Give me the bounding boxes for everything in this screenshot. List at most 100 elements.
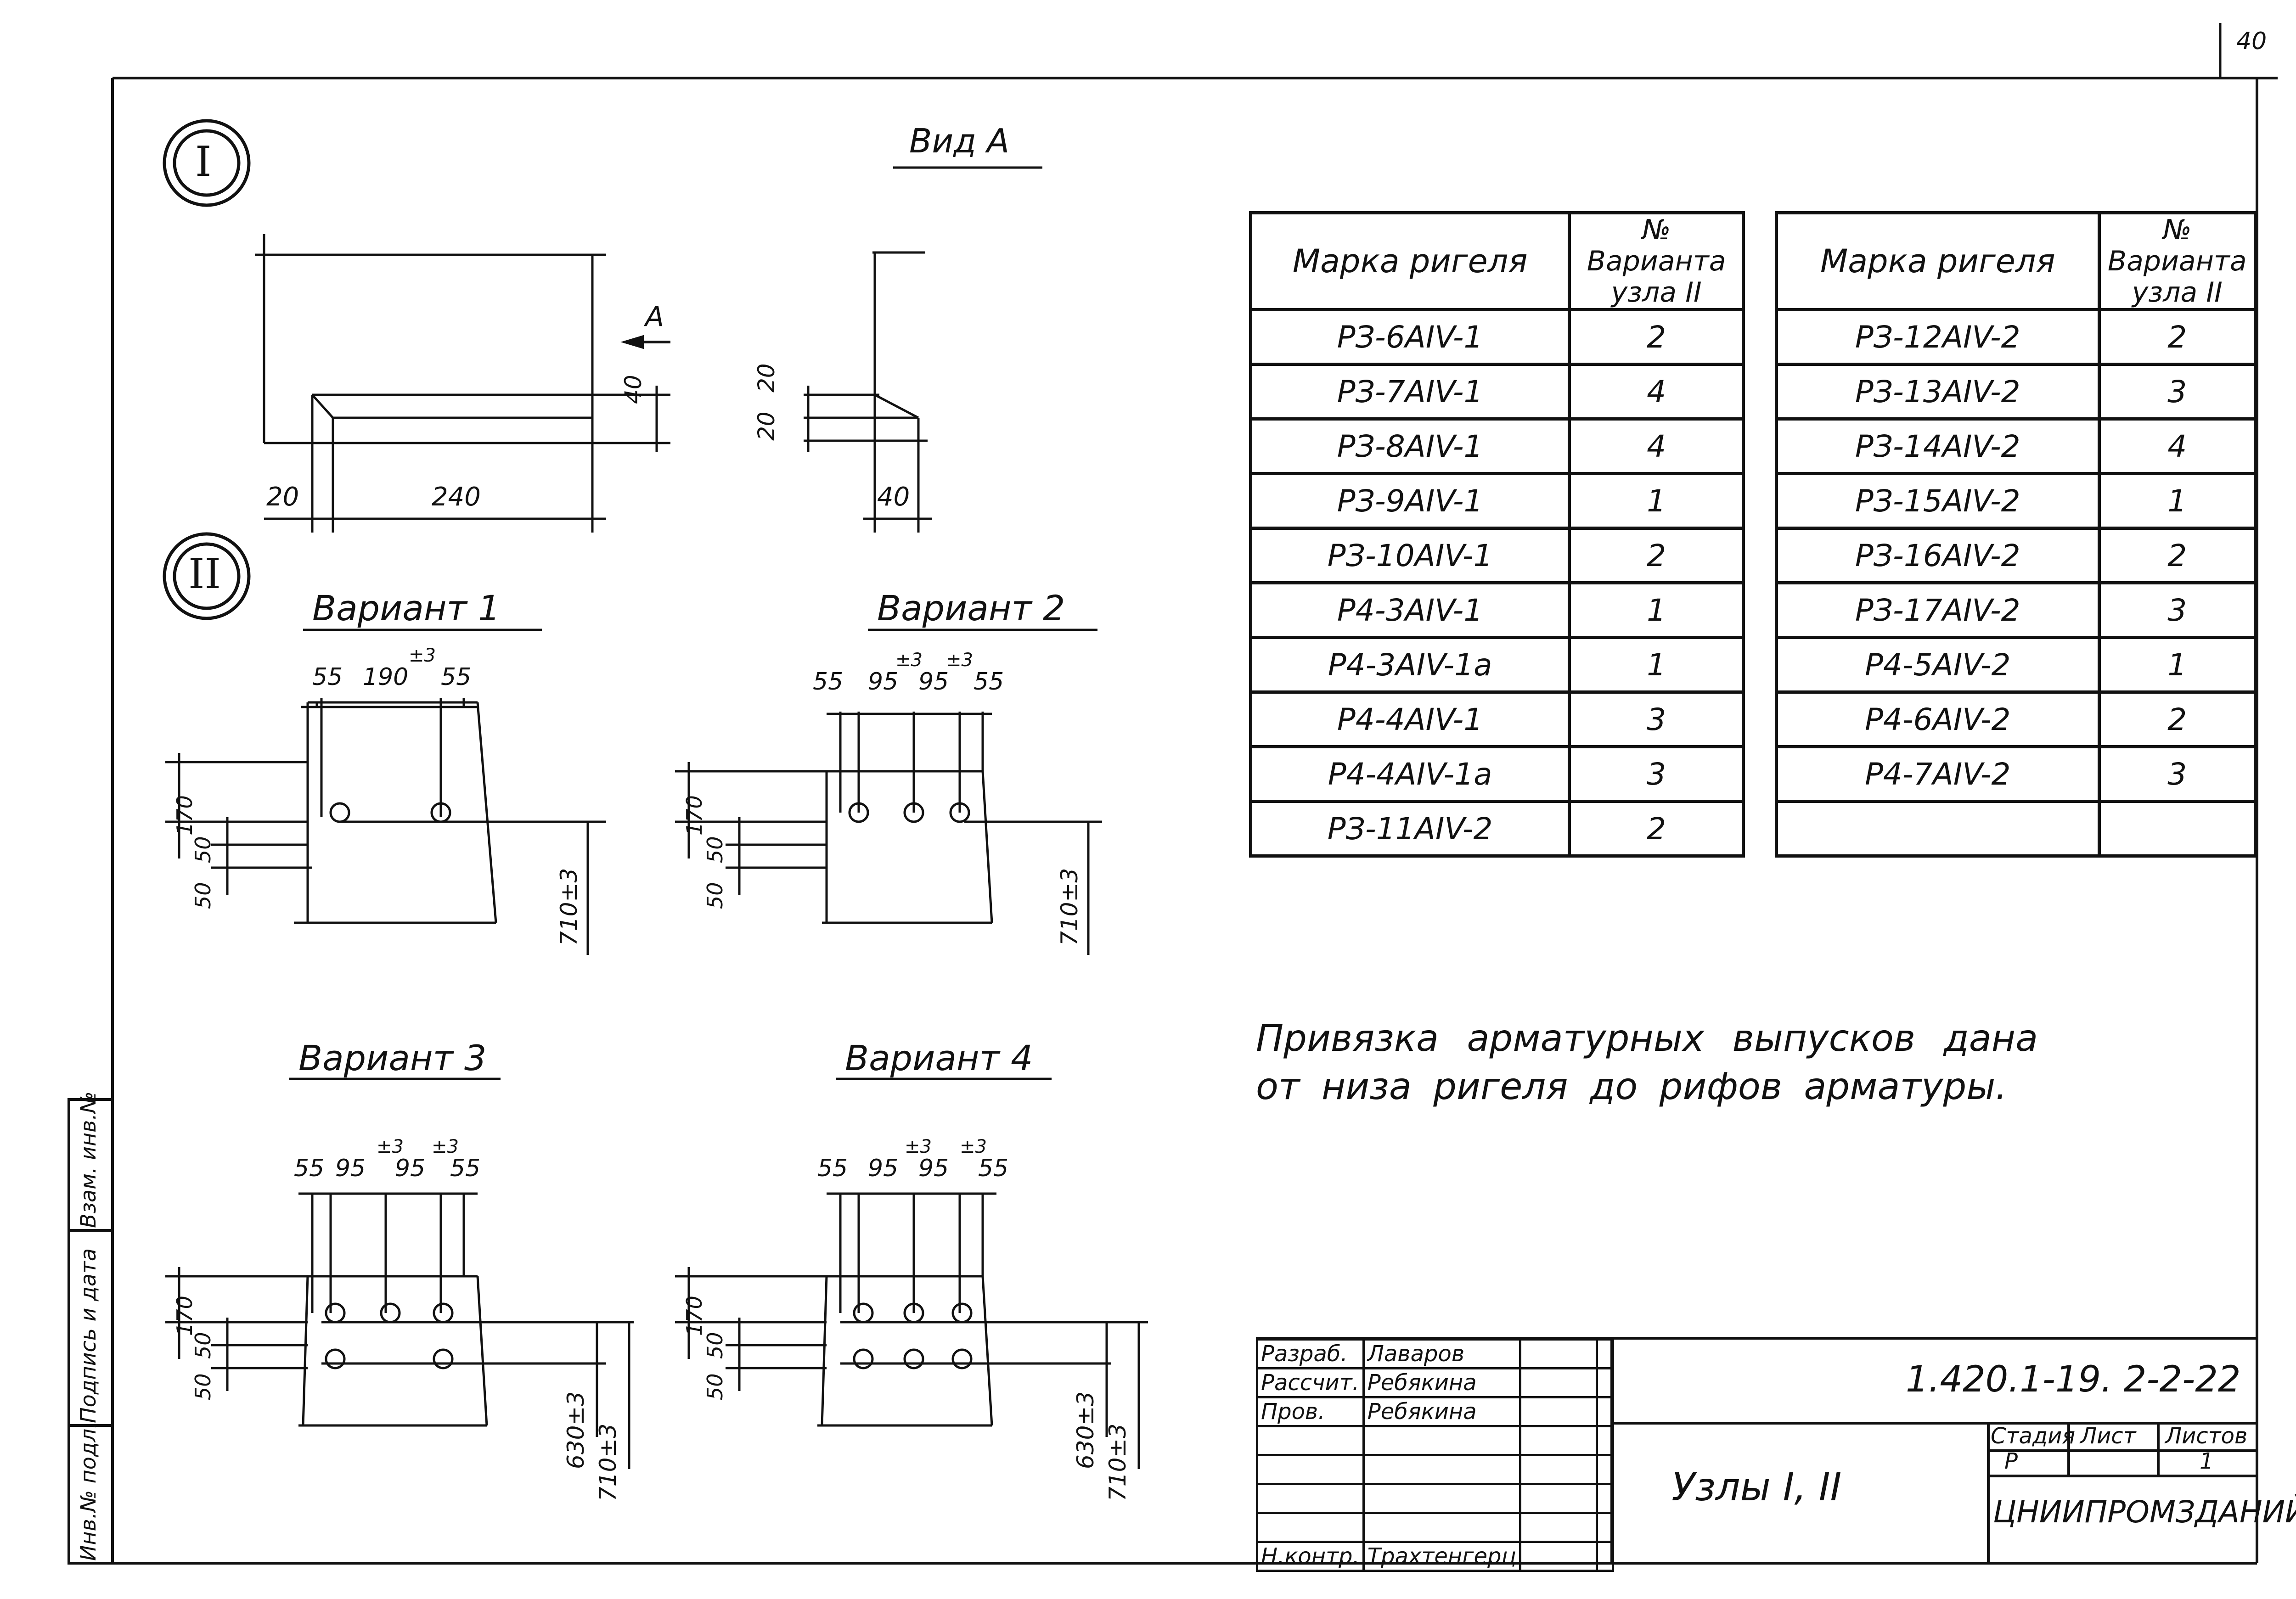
- v1-dim-50b: 50: [191, 882, 215, 909]
- note-line-2: от низа ригеля до рифов арматуры.: [1256, 1065, 2007, 1108]
- v2-dim-55-right: 55: [974, 668, 1004, 696]
- v4-dim-55-left: 55: [817, 1155, 848, 1182]
- variant-2-title: Вариант 2: [877, 588, 1065, 628]
- node-2-label: II: [188, 550, 221, 598]
- view-a-title: Вид А: [909, 122, 1010, 160]
- v3-dim-tol-a: ±3: [377, 1136, 404, 1157]
- person-row: Рассчит.Ребякина: [1256, 1367, 1614, 1398]
- drawing-title: Узлы I, II: [1671, 1464, 1842, 1509]
- node-1-marker: [163, 119, 251, 207]
- v4-dim-50a: 50: [703, 1332, 727, 1359]
- sheets-value: 1: [2200, 1448, 2214, 1474]
- v3-dim-630: 630±3: [563, 1391, 589, 1469]
- v4-dim-170: 170: [682, 1296, 707, 1336]
- signature-cell: [1519, 1541, 1598, 1572]
- person-row: Разраб.Лаваров: [1256, 1338, 1614, 1369]
- v4-dim-tol-a: ±3: [905, 1136, 932, 1157]
- person-row: [1256, 1454, 1614, 1485]
- sheet-label: Лист: [2080, 1423, 2136, 1449]
- person-row: [1256, 1483, 1614, 1514]
- v4-dim-95a: 95: [868, 1155, 899, 1182]
- variant-2-section: [675, 712, 1102, 955]
- variant-3-section: [165, 1192, 634, 1469]
- header-mark: Марка ригеля: [1775, 211, 2101, 311]
- v3-dim-55-right: 55: [450, 1155, 481, 1182]
- v3-dim-50b: 50: [191, 1373, 215, 1400]
- view-dim-20-bottom: 20: [753, 411, 780, 441]
- node-1-elevation: [255, 234, 670, 533]
- riegel-table-left: Марка ригеля № Варианта узла II РЗ-6АIV-…: [1249, 211, 1745, 858]
- signature-cell: [1519, 1367, 1598, 1398]
- variant-4-section: [675, 1192, 1148, 1469]
- page-number: 40: [2236, 28, 2267, 55]
- person-row: Н.контр.Трахтенгерц: [1256, 1541, 1614, 1572]
- header-mark: Марка ригеля: [1249, 211, 1571, 311]
- header-variant: № Варианта узла II: [2097, 211, 2257, 311]
- v2-dim-95b: 95: [918, 668, 949, 696]
- v1-dim-710: 710±3: [556, 868, 582, 946]
- signature-cell: [1519, 1338, 1598, 1369]
- table-header-row: Марка ригеля № Варианта узла II: [1249, 211, 1745, 311]
- node-1-view-a: [804, 251, 932, 533]
- v3-dim-95b: 95: [395, 1155, 426, 1182]
- v2-dim-50a: 50: [703, 836, 727, 863]
- v2-dim-170: 170: [682, 795, 707, 836]
- v4-dim-50b: 50: [703, 1373, 727, 1400]
- variant-4-title: Вариант 4: [845, 1038, 1033, 1078]
- v2-dim-tol-a: ±3: [895, 650, 923, 671]
- view-dim-20-top: 20: [753, 363, 780, 393]
- v1-dim-190: 190: [363, 663, 409, 691]
- variant-1-title: Вариант 1: [312, 588, 501, 628]
- v2-dim-55-left: 55: [813, 668, 844, 696]
- v3-dim-710: 710±3: [595, 1423, 621, 1501]
- v1-dim-55-right: 55: [441, 663, 472, 691]
- v4-dim-630: 630±3: [1072, 1391, 1099, 1469]
- v4-dim-95b: 95: [918, 1155, 949, 1182]
- node-2-marker: [163, 532, 251, 620]
- v2-dim-50b: 50: [703, 882, 727, 909]
- node-1-label: I: [195, 138, 212, 186]
- v3-dim-50a: 50: [191, 1332, 215, 1359]
- table-header-row: Марка ригеля № Варианта узла II: [1775, 211, 2257, 311]
- v1-dim-55-left: 55: [312, 663, 343, 691]
- dim-20: 20: [266, 482, 299, 512]
- v2-dim-710: 710±3: [1056, 868, 1083, 946]
- v1-dim-170: 170: [172, 795, 197, 836]
- side-stamp-signature: Подпись и дата: [76, 1248, 101, 1423]
- riegel-table-right: Марка ригеля № Варианта узла II РЗ-12АIV…: [1775, 211, 2257, 858]
- v4-dim-710: 710±3: [1104, 1423, 1131, 1501]
- v1-dim-50a: 50: [191, 836, 215, 863]
- stage-value: Р: [2004, 1448, 2018, 1474]
- v2-dim-tol-b: ±3: [946, 650, 973, 671]
- header-variant: № Варианта узла II: [1568, 211, 1745, 311]
- dim-240: 240: [432, 482, 481, 512]
- view-dim-40: 40: [877, 482, 910, 512]
- v3-dim-tol-b: ±3: [432, 1136, 459, 1157]
- v3-dim-170: 170: [172, 1296, 197, 1336]
- organization-name: ЦНИИПРОМЗДАНИЙ: [1993, 1494, 2296, 1530]
- note-line-1: Привязка арматурных выпусков дана: [1256, 1017, 2038, 1060]
- variant-1-section: [165, 698, 606, 955]
- v4-dim-55-right: 55: [978, 1155, 1009, 1182]
- dim-40-vertical: 40: [620, 375, 647, 404]
- v3-dim-55-left: 55: [294, 1155, 325, 1182]
